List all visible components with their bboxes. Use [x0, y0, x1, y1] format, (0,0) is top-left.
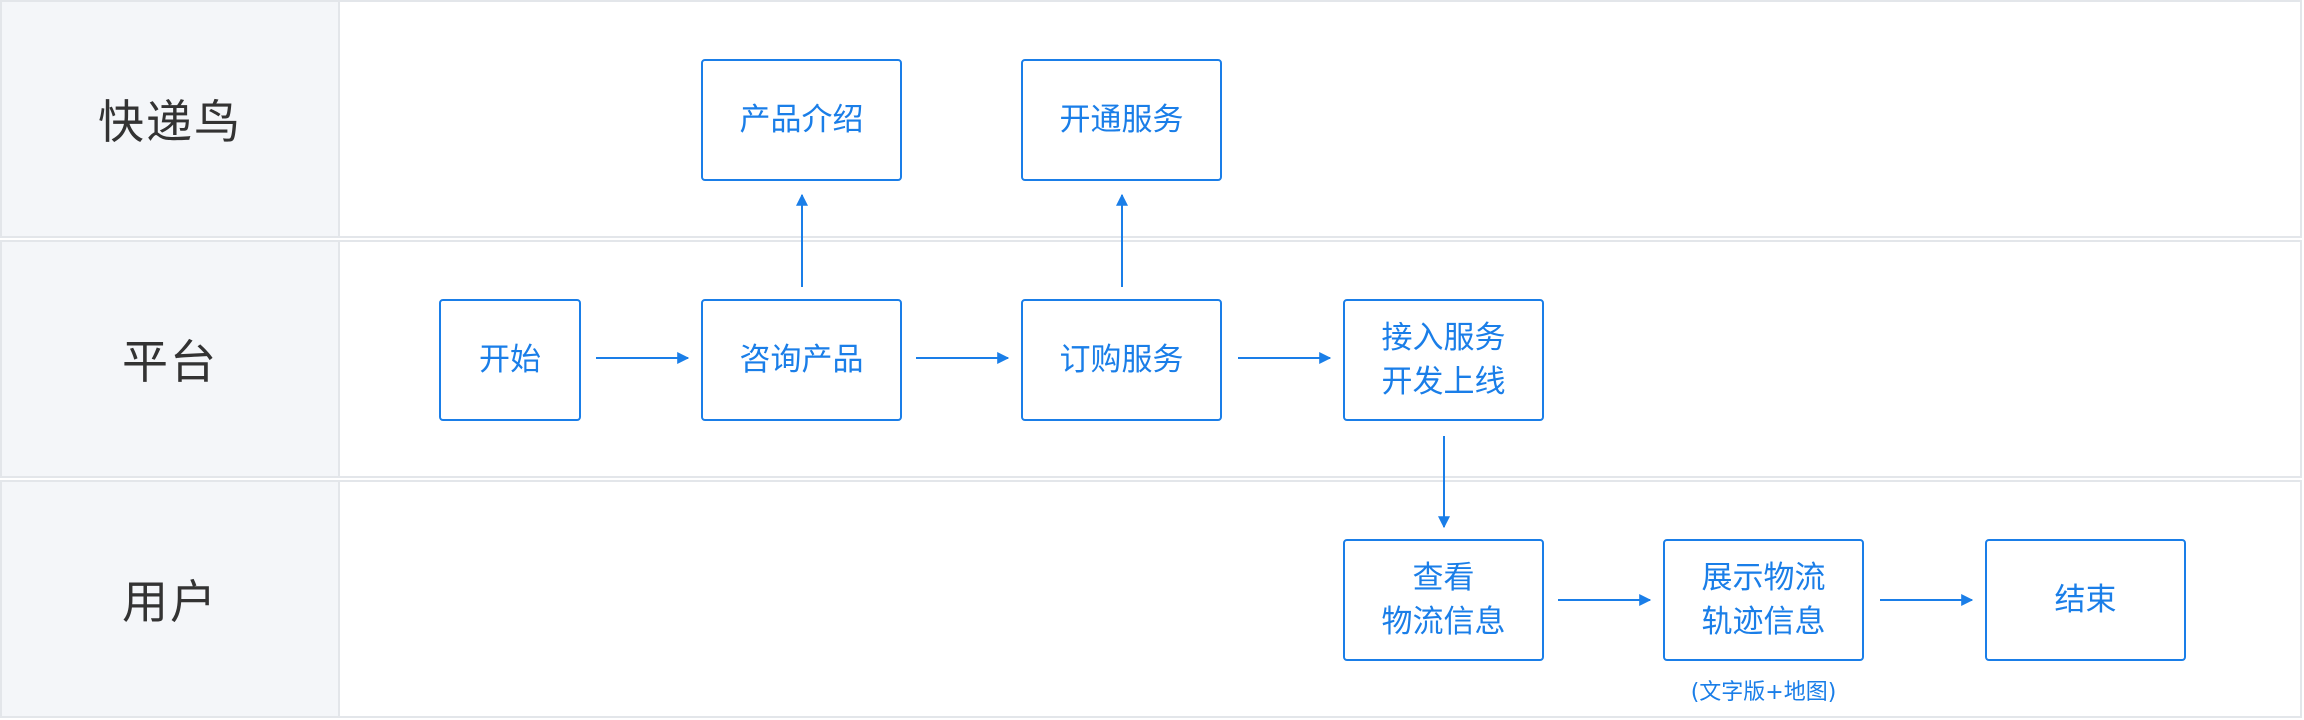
node-view-logistics: 查看 物流信息	[1343, 539, 1544, 661]
lane-kuaidiniao: 快递鸟	[0, 0, 2302, 238]
node-label: 咨询产品	[739, 342, 864, 378]
node-label: 产品介绍	[739, 102, 864, 138]
node-show-tracking: 展示物流 轨迹信息	[1663, 539, 1864, 661]
node-label-line-2: 物流信息	[1381, 604, 1506, 640]
node-end: 结束	[1985, 539, 2186, 661]
node-label-line-1: 展示物流	[1701, 560, 1826, 596]
node-start: 开始	[439, 299, 581, 421]
node-label-line-2: 轨迹信息	[1701, 604, 1826, 640]
node-integrate-service: 接入服务 开发上线	[1343, 299, 1544, 421]
node-consult-product: 咨询产品	[701, 299, 902, 421]
node-label: 开始	[479, 342, 541, 378]
node-label: 开通服务	[1059, 102, 1184, 138]
node-note: (文字版+地图)	[1690, 680, 1837, 705]
node-order-service: 订购服务	[1021, 299, 1222, 421]
lane-label-user: 用户	[2, 482, 340, 716]
node-label-line-2: 开发上线	[1381, 364, 1506, 400]
node-label-line-1: 查看	[1412, 560, 1475, 596]
node-label: 订购服务	[1059, 342, 1184, 378]
lane-label-platform: 平台	[2, 242, 340, 476]
node-activate-service: 开通服务	[1021, 59, 1222, 181]
lane-user: 用户	[0, 480, 2302, 718]
node-label-line-1: 接入服务	[1381, 320, 1506, 356]
node-label: 结束	[2054, 582, 2117, 618]
lane-label-kuaidiniao: 快递鸟	[2, 2, 340, 236]
node-product-intro: 产品介绍	[701, 59, 902, 181]
